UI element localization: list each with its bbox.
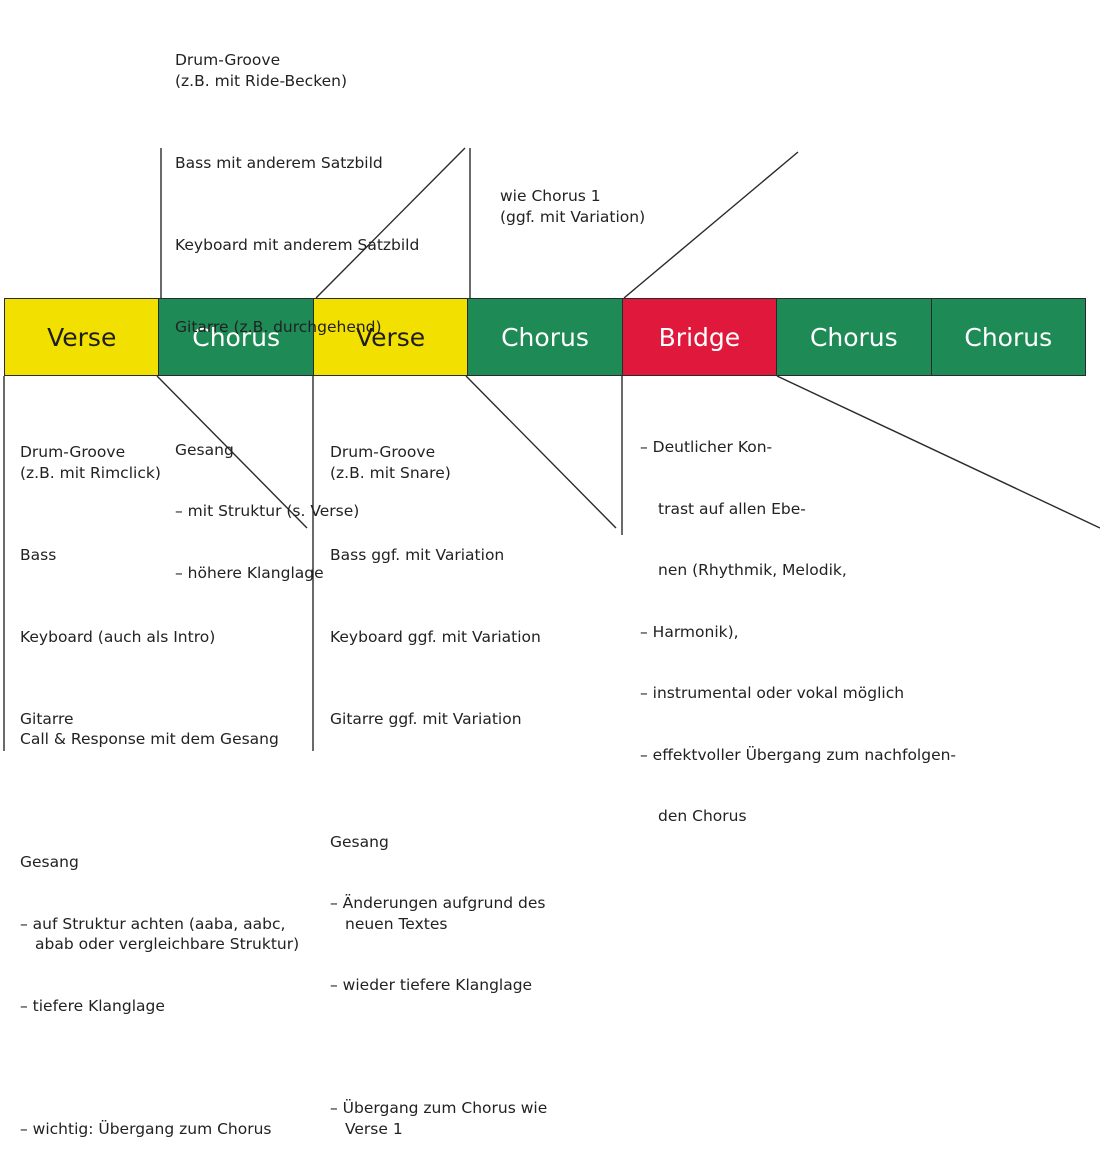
connector-lines (3, 147, 1100, 751)
verse1-vocals-heading: Gesang (20, 853, 79, 871)
verse1-vocals-item: – auf Struktur achten (aaba, aabc, abab … (20, 914, 300, 954)
chorus1-right-connector (315, 147, 466, 299)
chorus1-vocals-item: – höhere Klanglage (175, 563, 324, 582)
chorus1-guitar: Gitarre (z.B. durchgehend) (175, 317, 382, 336)
verse2-drums: Drum-Groove (z.B. mit Snare) (330, 443, 451, 482)
verse1-keyboard: Keyboard (auch als Intro) (20, 627, 216, 646)
chorus1-keyboard: Keyboard mit anderem Satzbild (175, 235, 420, 254)
verse2-guitar: Gitarre ggf. mit Variation (330, 709, 522, 728)
verse1-drums: Drum-Groove (z.B. mit Rimclick) (20, 443, 161, 482)
chorus1-vocals-item: – mit Struktur (s. Verse) (175, 502, 360, 520)
verse2-keyboard: Keyboard ggf. mit Variation (330, 627, 541, 646)
verse2-transition: – Übergang zum Chorus wie Verse 1 (330, 1099, 548, 1138)
chorus1-notes: Drum-Groove (z.B. mit Ride-Becken) Bass … (175, 9, 419, 645)
chorus1-drums: Drum-Groove (z.B. mit Ride-Becken) (175, 51, 348, 90)
bridge-notes: – Deutlicher Kon- trast auf allen Ebe- n… (640, 396, 956, 847)
verse1-right-connector (156, 375, 308, 529)
section-bridge: Bridge (622, 299, 778, 375)
bridge-note-line: trast auf allen Ebe- (658, 499, 806, 518)
bridge-note-line: den Chorus (658, 807, 747, 825)
section-chorus-1: Chorus (159, 299, 314, 375)
section-chorus-3: Chorus (777, 299, 932, 375)
chorus2-right-connector (623, 151, 799, 299)
section-chorus-4: Chorus (931, 299, 1085, 375)
verse1-vocals: Gesang – auf Struktur achten (aaba, aabc… (20, 811, 300, 1057)
section-verse-1: Verse (5, 299, 160, 375)
bridge-right-connector (776, 375, 1100, 529)
verse2-notes: Drum-Groove (z.B. mit Snare) Bass ggf. m… (330, 401, 585, 1160)
chorus1-bass: Bass mit anderem Satzbild (175, 153, 383, 172)
verse2-vocals-heading: Gesang (330, 832, 389, 851)
verse1-notes: Drum-Groove (z.B. mit Rimclick) Bass Key… (20, 401, 300, 1160)
bridge-note-line: – Harmonik), (640, 622, 739, 641)
verse2-bass: Bass ggf. mit Variation (330, 545, 505, 564)
bridge-note-line: nen (Rhythmik, Melodik, (658, 561, 847, 579)
bridge-note-line: – effektvoller Übergang zum nachfolgen- (640, 745, 957, 764)
verse1-transition: – wichtig: Übergang zum Chorus (20, 1119, 272, 1138)
verse1-guitar: Gitarre Call & Response mit dem Gesang (20, 709, 279, 749)
chorus1-vocals-heading: Gesang (175, 440, 234, 459)
chorus1-vocals: Gesang – mit Struktur (s. Verse) – höher… (175, 399, 419, 625)
song-structure-bar: Verse Chorus Verse Chorus Bridge Chorus … (4, 298, 1086, 376)
section-chorus-2: Chorus (468, 299, 623, 375)
verse1-bass: Bass (20, 545, 57, 564)
chorus2-notes: wie Chorus 1 (ggf. mit Variation) (500, 187, 646, 226)
section-verse-2: Verse (313, 299, 469, 375)
verse2-vocals-item: – Änderungen aufgrund des neuen Textes (330, 894, 546, 933)
verse2-vocals: Gesang – Änderungen aufgrund des neuen T… (330, 791, 585, 1037)
verse2-vocals-item: – wieder tiefere Klanglage (330, 976, 533, 994)
verse1-vocals-item: – tiefere Klanglage (20, 996, 165, 1015)
bridge-note-line: – Deutlicher Kon- (640, 438, 773, 456)
bridge-note-line: – instrumental oder vokal möglich (640, 684, 905, 702)
verse2-right-connector (465, 375, 617, 529)
